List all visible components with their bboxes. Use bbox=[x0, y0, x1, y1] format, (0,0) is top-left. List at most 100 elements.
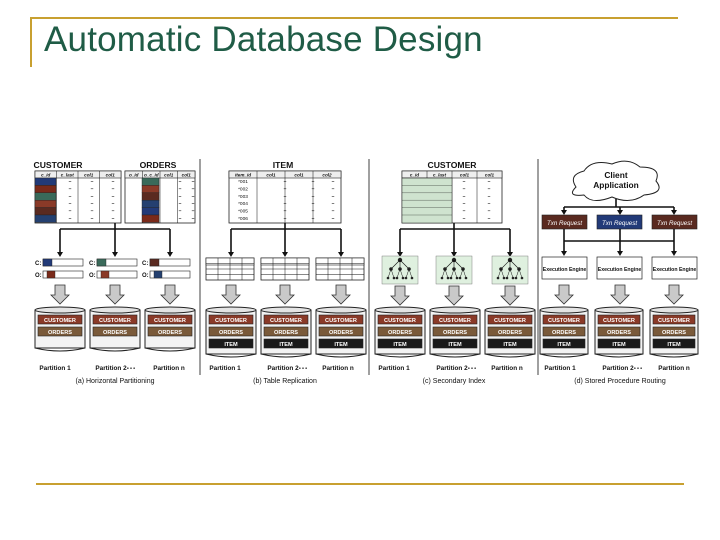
cell-value: – bbox=[284, 179, 287, 185]
cell-value: – bbox=[91, 209, 94, 215]
index-leaf bbox=[386, 276, 390, 280]
cell-value: – bbox=[192, 201, 195, 207]
index-leaf bbox=[410, 276, 414, 280]
index-edge bbox=[459, 268, 464, 279]
index-edge bbox=[509, 259, 520, 270]
partition-label: Partition 2 bbox=[95, 365, 127, 372]
orders-key-cell bbox=[141, 185, 160, 193]
drum-table-block bbox=[208, 326, 254, 337]
drum-table-label: CUSTOMER bbox=[603, 318, 635, 324]
index-edge bbox=[515, 268, 520, 279]
cell-value: – bbox=[69, 216, 72, 222]
index-leaf bbox=[449, 276, 453, 280]
index-edge bbox=[399, 259, 410, 270]
bottom-accent-rule bbox=[36, 483, 684, 485]
cell-value: – bbox=[192, 194, 195, 200]
down-arrow bbox=[610, 284, 630, 305]
orders-key-cell bbox=[141, 192, 160, 201]
drum-top bbox=[144, 306, 196, 314]
execution-engine-box bbox=[596, 256, 643, 280]
cell-value: – bbox=[488, 179, 491, 185]
row-sample-label: O: bbox=[142, 273, 149, 279]
drum-table-block bbox=[263, 338, 309, 349]
cell-value: – bbox=[192, 216, 195, 222]
column-header: col1 bbox=[164, 173, 174, 178]
drum-table-label: ORDERS bbox=[388, 330, 412, 336]
index-leaf bbox=[511, 276, 515, 280]
index-tree bbox=[381, 255, 419, 285]
index-edge bbox=[396, 268, 401, 279]
drum-table-label: ITEM bbox=[279, 342, 293, 348]
drum-table-label: ITEM bbox=[612, 342, 626, 348]
cell-value: – bbox=[284, 209, 287, 215]
drum-table-block bbox=[432, 338, 478, 349]
partition-label: Partition n bbox=[322, 365, 354, 372]
drum-table-label: CUSTOMER bbox=[215, 318, 247, 324]
cell-value: – bbox=[69, 186, 72, 192]
drum-table-block bbox=[542, 338, 586, 349]
cell-value: – bbox=[488, 201, 491, 207]
drum-table-block bbox=[37, 326, 83, 337]
cell-value: – bbox=[91, 194, 94, 200]
index-edge bbox=[509, 268, 514, 279]
partition-label: Partition 1 bbox=[209, 365, 241, 372]
drum-table-block bbox=[652, 338, 696, 349]
arrowhead bbox=[112, 252, 118, 257]
panel-caption: (d) Stored Procedure Routing bbox=[574, 378, 666, 385]
drum-bottom bbox=[205, 353, 257, 358]
arrowhead bbox=[338, 252, 344, 257]
drum-table-block bbox=[652, 314, 696, 325]
cell-value: – bbox=[463, 179, 466, 185]
drum-bottom bbox=[484, 353, 536, 358]
drum-bottom bbox=[429, 353, 481, 358]
drum-table-block bbox=[377, 338, 423, 349]
drum-table-block bbox=[432, 326, 478, 337]
execution-engine-label: Execution Engine bbox=[653, 267, 697, 273]
drum-table-block bbox=[487, 338, 533, 349]
drum-table-block bbox=[487, 326, 533, 337]
drum-table-block bbox=[652, 326, 696, 337]
index-leaf bbox=[392, 276, 396, 280]
txn-request-label: Txn Request bbox=[547, 220, 582, 227]
item-id-cell: *001 bbox=[238, 179, 248, 185]
drum-table-label: ORDERS bbox=[662, 330, 686, 336]
index-leaf bbox=[395, 276, 399, 280]
arrowhead bbox=[282, 252, 288, 257]
drum-table-label: CUSTOMER bbox=[494, 318, 526, 324]
row-sample-label: C: bbox=[89, 261, 95, 267]
column-header: col1 bbox=[266, 173, 276, 178]
drum-table-label: CUSTOMER bbox=[325, 318, 357, 324]
down-arrow bbox=[500, 285, 520, 306]
cell-value: – bbox=[192, 179, 195, 185]
cell-value: – bbox=[112, 186, 115, 192]
drum-top bbox=[374, 306, 426, 314]
cell-value: – bbox=[332, 201, 335, 207]
execution-engine-box bbox=[651, 256, 698, 280]
drum-top bbox=[649, 306, 699, 314]
drum-table-block bbox=[542, 326, 586, 337]
drum-table-block bbox=[377, 326, 423, 337]
drum-table-label: ITEM bbox=[334, 342, 348, 348]
index-edge bbox=[497, 268, 502, 279]
column-header: col1 bbox=[106, 173, 116, 178]
drum-table-block bbox=[208, 338, 254, 349]
partition-label: Partition 2 bbox=[267, 365, 299, 372]
drum-bottom bbox=[315, 353, 367, 358]
orders-key-cell bbox=[141, 200, 160, 208]
drum-table-label: ITEM bbox=[557, 342, 571, 348]
panel-caption: (c) Secondary Index bbox=[423, 378, 486, 385]
item-id-cell: *005 bbox=[238, 209, 248, 215]
cell-value: – bbox=[332, 186, 335, 192]
arrowhead bbox=[617, 210, 623, 215]
drum-table-label: ITEM bbox=[667, 342, 681, 348]
partition-label: Partition 2 bbox=[602, 365, 634, 372]
partition-label: Partition 1 bbox=[544, 365, 576, 372]
cell-value: – bbox=[179, 186, 182, 192]
index-edge bbox=[390, 259, 401, 270]
